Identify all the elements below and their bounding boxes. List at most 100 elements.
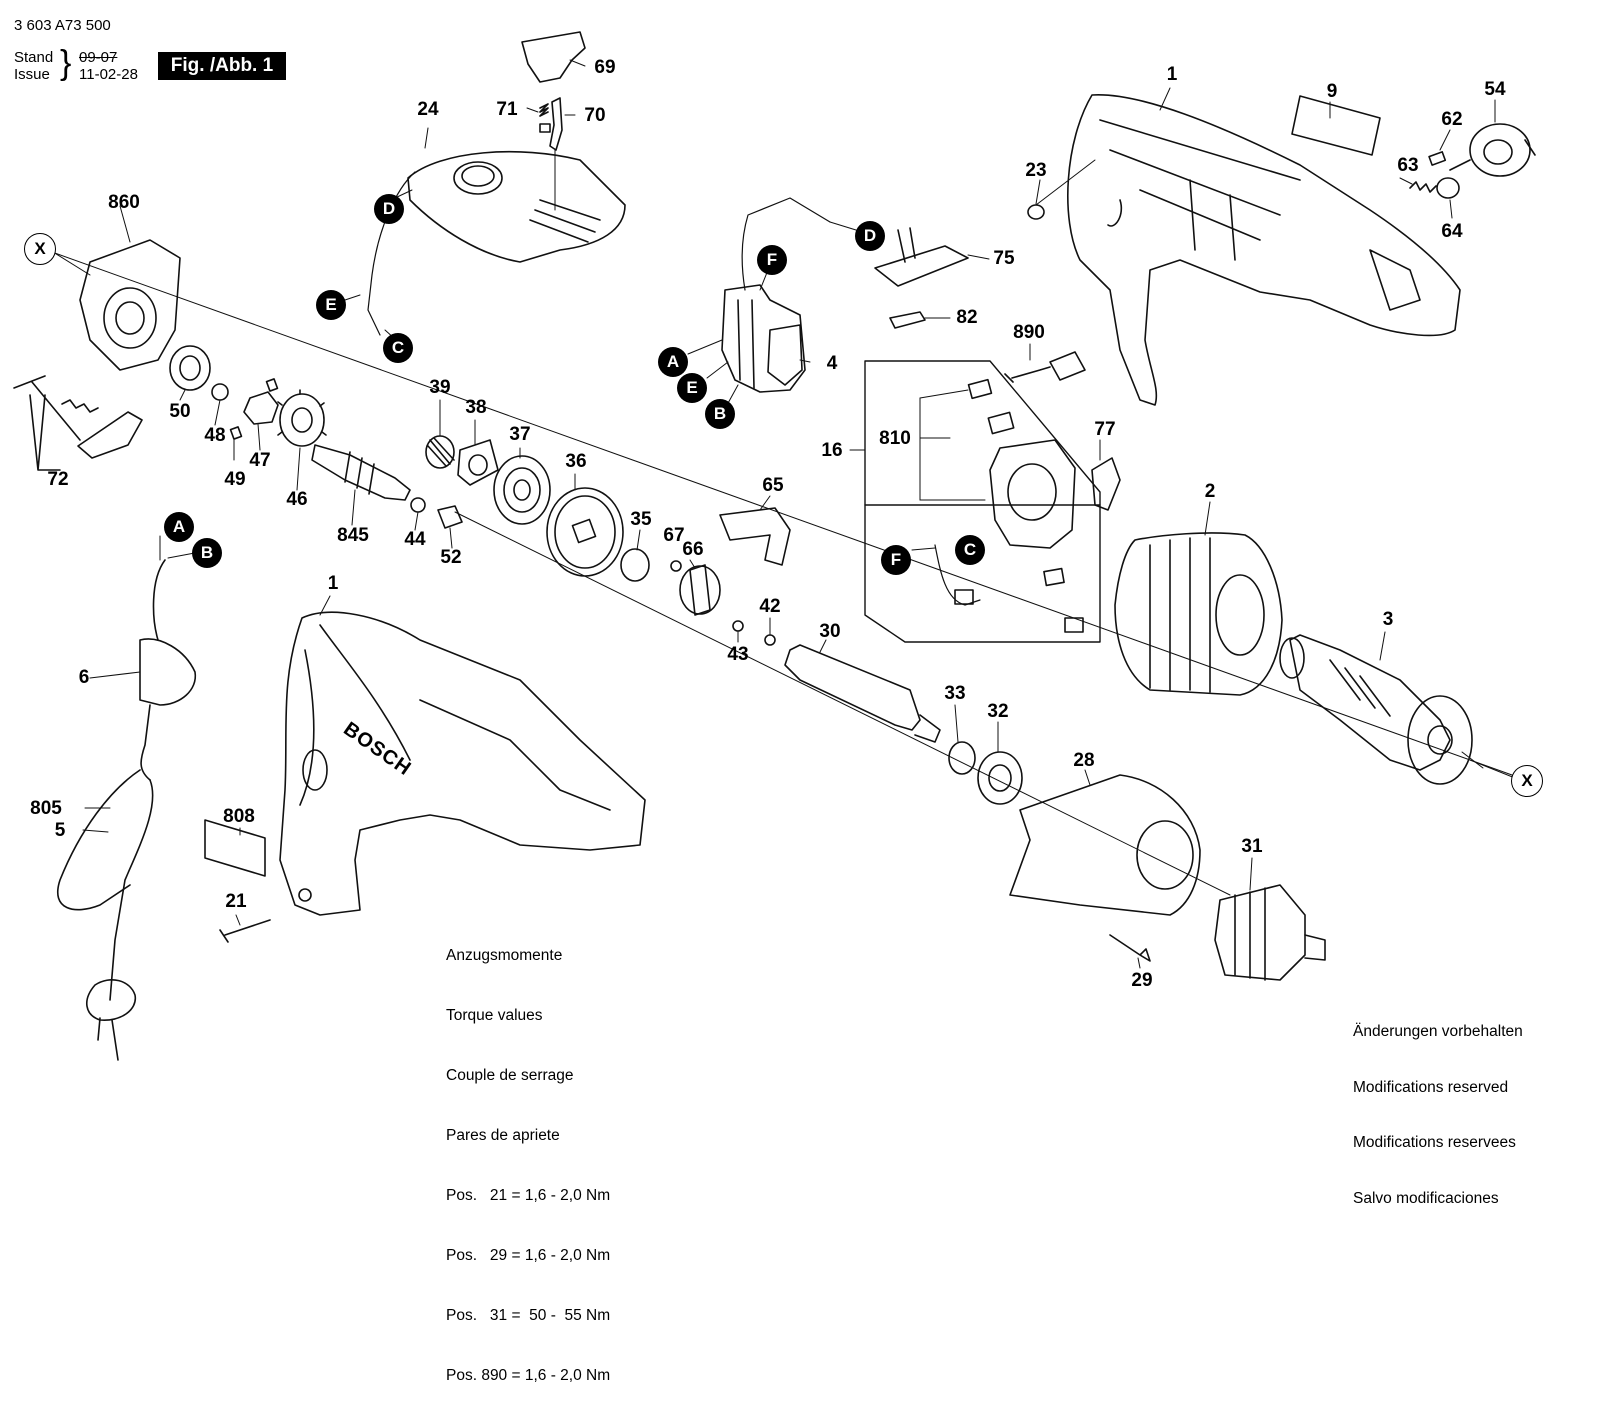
callout-1-housing: 1 bbox=[1166, 64, 1178, 85]
torque-line-en: Torque values bbox=[446, 1007, 543, 1024]
callout-16: 16 bbox=[821, 440, 843, 461]
drill-assembled bbox=[279, 611, 646, 916]
callout-31: 31 bbox=[1241, 836, 1263, 857]
callout-47: 47 bbox=[249, 450, 271, 471]
mods-line-en: Modifications reserved bbox=[1353, 1078, 1509, 1096]
part-82-clip bbox=[889, 311, 926, 329]
part-845-spindle bbox=[311, 444, 411, 501]
part-33-circlip bbox=[948, 741, 976, 775]
torque-pos-31: Pos. 31 = 50 - 55 Nm bbox=[446, 1307, 611, 1324]
part-32-bearing bbox=[977, 751, 1023, 805]
callout-2: 2 bbox=[1204, 481, 1216, 502]
connector-d-top-cover: D bbox=[374, 194, 404, 224]
connector-a-cord: A bbox=[164, 512, 194, 542]
callout-82: 82 bbox=[956, 307, 978, 328]
part-46-gear bbox=[277, 389, 327, 447]
brush-bottom bbox=[954, 589, 974, 605]
callout-36: 36 bbox=[565, 451, 587, 472]
part-44-washer bbox=[410, 497, 426, 513]
part-54-bearing-cover bbox=[1449, 123, 1536, 177]
mods-line-es: Salvo modificaciones bbox=[1353, 1189, 1499, 1207]
callout-21: 21 bbox=[225, 891, 247, 912]
part-21-screw bbox=[219, 919, 271, 943]
callout-37: 37 bbox=[509, 424, 531, 445]
callout-3: 3 bbox=[1382, 609, 1394, 630]
callout-69: 69 bbox=[594, 57, 616, 78]
callout-23: 23 bbox=[1025, 160, 1047, 181]
callout-72: 72 bbox=[47, 469, 69, 490]
part-42-ring bbox=[764, 634, 776, 646]
callout-75: 75 bbox=[993, 248, 1015, 269]
torque-pos-21: Pos. 21 = 1,6 - 2,0 Nm bbox=[446, 1187, 611, 1204]
callout-39: 39 bbox=[429, 377, 451, 398]
callout-6: 6 bbox=[78, 667, 90, 688]
callout-1-drill: 1 bbox=[327, 573, 339, 594]
callout-49: 49 bbox=[224, 469, 246, 490]
callout-9: 9 bbox=[1326, 81, 1338, 102]
stand-date: 09-07 bbox=[79, 49, 118, 66]
part-63-spring bbox=[1409, 181, 1437, 193]
part-36-gear bbox=[546, 487, 624, 577]
part-31-chuck bbox=[1214, 884, 1326, 981]
callout-35: 35 bbox=[630, 509, 652, 530]
callout-42: 42 bbox=[759, 596, 781, 617]
callout-77: 77 bbox=[1094, 419, 1116, 440]
part-47-cam bbox=[243, 391, 279, 425]
part-37-gear bbox=[493, 455, 551, 525]
part-890-screw bbox=[1004, 366, 1051, 383]
callout-30: 30 bbox=[819, 621, 841, 642]
connector-e-top-cover: E bbox=[316, 290, 346, 320]
part-77-clip bbox=[1091, 457, 1121, 511]
callout-52: 52 bbox=[440, 547, 462, 568]
part-810-brush-holder bbox=[967, 378, 1076, 549]
callout-33: 33 bbox=[944, 683, 966, 704]
callout-48: 48 bbox=[204, 425, 226, 446]
part-38-bearing bbox=[457, 439, 499, 486]
callout-32: 32 bbox=[987, 701, 1009, 722]
callout-860: 860 bbox=[108, 192, 140, 213]
callout-4: 4 bbox=[826, 353, 838, 374]
part-2-stator bbox=[1114, 532, 1283, 696]
callout-808: 808 bbox=[223, 806, 255, 827]
part-28-gear-housing bbox=[1009, 774, 1201, 916]
callout-44: 44 bbox=[404, 529, 426, 550]
exploded-parts-drawing bbox=[13, 31, 1536, 1061]
part-43-ball bbox=[732, 620, 744, 632]
callout-50: 50 bbox=[169, 401, 191, 422]
callout-43: 43 bbox=[727, 644, 749, 665]
callout-810: 810 bbox=[879, 428, 911, 449]
top-cover-24 bbox=[367, 150, 626, 336]
part-29-screw bbox=[1109, 934, 1151, 962]
part-75-plate bbox=[874, 245, 969, 287]
switch-4 bbox=[721, 197, 831, 393]
callout-66: 66 bbox=[682, 539, 704, 560]
part-62-pin bbox=[1428, 151, 1447, 166]
part-49-pin bbox=[229, 426, 243, 440]
brush-lower-right bbox=[1064, 617, 1084, 633]
callout-845: 845 bbox=[337, 525, 369, 546]
callout-5: 5 bbox=[54, 820, 66, 841]
part-35-ring bbox=[620, 548, 650, 582]
callout-71: 71 bbox=[496, 99, 518, 120]
callout-54: 54 bbox=[1484, 79, 1506, 100]
callout-67: 67 bbox=[663, 525, 685, 546]
connector-e-switch: E bbox=[677, 373, 707, 403]
label-plate-9 bbox=[1291, 95, 1381, 156]
connector-a-switch: A bbox=[658, 347, 688, 377]
document-number: 3 603 A73 500 bbox=[14, 17, 111, 34]
connector-c-brush: C bbox=[955, 535, 985, 565]
gear-housing-860 bbox=[79, 239, 181, 371]
callout-63: 63 bbox=[1397, 155, 1419, 176]
connector-b-cord: B bbox=[192, 538, 222, 568]
part-72-assembly bbox=[13, 375, 143, 471]
torque-line-es: Pares de apriete bbox=[446, 1127, 560, 1144]
torque-values-note: Anzugsmomente Torque values Couple de se… bbox=[446, 906, 610, 1406]
part-70-lever bbox=[549, 97, 563, 151]
part-67-ball bbox=[670, 560, 682, 572]
torque-pos-29: Pos. 29 = 1,6 - 2,0 Nm bbox=[446, 1247, 611, 1264]
issue-label: Issue bbox=[14, 66, 50, 83]
part-50-bearing bbox=[169, 345, 211, 391]
callout-890: 890 bbox=[1013, 322, 1045, 343]
callout-46: 46 bbox=[286, 489, 308, 510]
brace: } bbox=[60, 44, 72, 82]
